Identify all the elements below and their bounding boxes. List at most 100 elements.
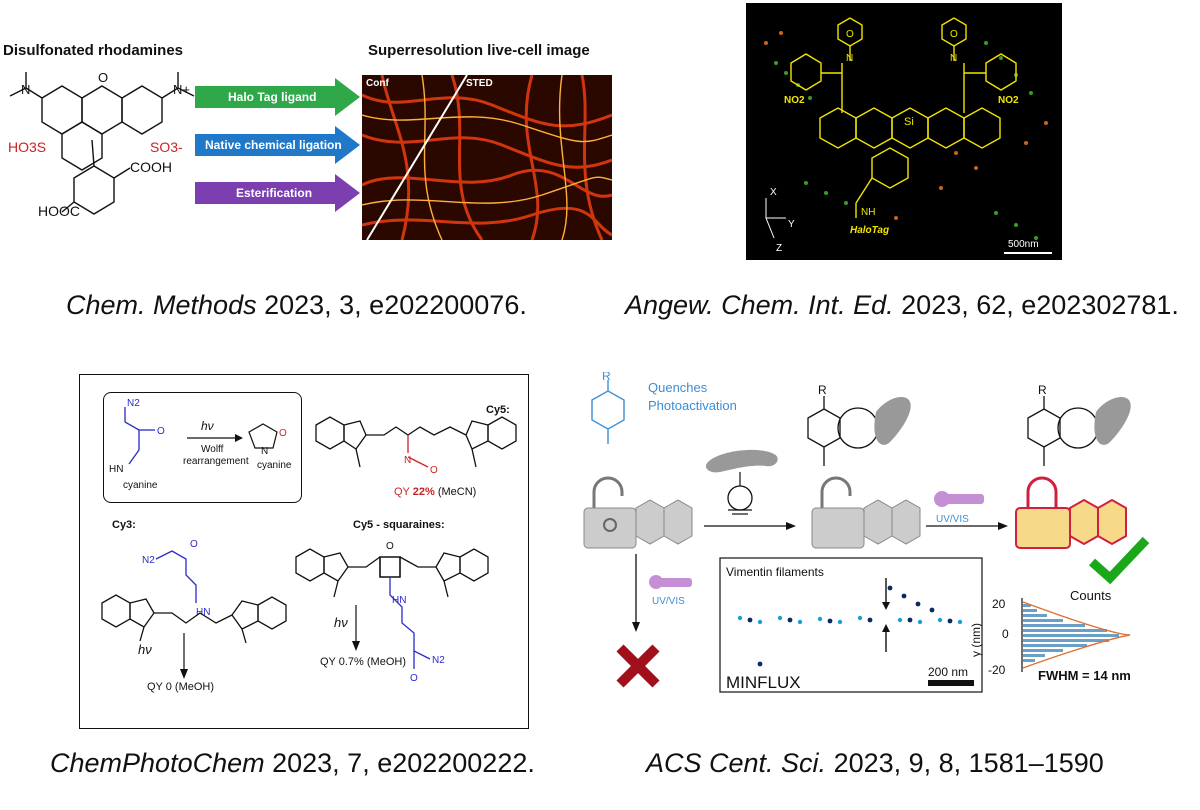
inset-o2: O bbox=[279, 428, 287, 439]
arrow-ester-label: Esterification bbox=[236, 186, 313, 200]
sq-hn: HN bbox=[392, 595, 406, 606]
cy3-label: Cy3: bbox=[112, 519, 136, 531]
inset-cyanine1: cyanine bbox=[123, 480, 158, 491]
cy3-hv: hν bbox=[138, 642, 152, 657]
rhodamine-title: Disulfonated rhodamines bbox=[3, 42, 184, 59]
arrow-ncl-label: Native chemical ligation bbox=[205, 138, 342, 152]
no2-left: NO2 bbox=[784, 95, 805, 106]
inset-n: N bbox=[261, 446, 268, 457]
cy5-qy-suffix: (MeCN) bbox=[434, 486, 477, 498]
inset-cyanine2: cyanine bbox=[257, 460, 292, 471]
morph-n1: N bbox=[846, 53, 853, 64]
axis-x: X bbox=[770, 187, 777, 198]
sq-qy: QY 0.7% (MeOH) bbox=[320, 656, 406, 668]
ho3s-label: HO3S bbox=[8, 139, 46, 155]
no2-right: NO2 bbox=[998, 95, 1019, 106]
cy5-structure: N O Cy5: bbox=[315, 404, 517, 476]
citation-chemphotochem: ChemPhotoChem 2023, 7, e202200222. bbox=[50, 748, 535, 779]
citation-details: 2023, 9, 8, 1581–1590 bbox=[826, 748, 1104, 778]
nh-label: NH bbox=[861, 207, 875, 218]
middle-r: R bbox=[818, 383, 827, 397]
morph-n2: N bbox=[950, 53, 957, 64]
hist-title: Counts bbox=[1070, 588, 1112, 603]
sq-structure: O HN O N2 bbox=[295, 541, 489, 684]
morph-o2: O bbox=[950, 29, 958, 40]
live-cell-title: Superresolution live-cell image bbox=[368, 42, 590, 59]
sq-hv: hν bbox=[334, 615, 348, 630]
sq-o: O bbox=[386, 541, 394, 552]
n-label: N bbox=[21, 82, 30, 97]
rhodamine-structure: O N N+ HO3S SO3- COOH HOOC bbox=[8, 70, 195, 219]
citation-journal: ACS Cent. Sci. bbox=[646, 748, 827, 778]
citation-details: 2023, 7, e202200222. bbox=[264, 748, 535, 778]
cy5-qy: QY 22% (MeCN) bbox=[394, 486, 476, 498]
inset-hv: hν bbox=[201, 419, 214, 433]
hist-fwhm: FWHM = 14 nm bbox=[1038, 668, 1131, 683]
axis-y: Y bbox=[788, 219, 795, 230]
cy5-n: N bbox=[404, 455, 411, 466]
right-r: R bbox=[1038, 383, 1047, 397]
inset-o: O bbox=[157, 426, 165, 437]
inset-wolff: Wolff bbox=[201, 444, 224, 455]
panel-cyanine: N2 O HN cyanine hν Wolff rearrangement O… bbox=[79, 374, 529, 729]
arrow-halotag bbox=[195, 78, 360, 116]
cooh-label: COOH bbox=[130, 159, 172, 175]
scale-200nm: 200 nm bbox=[928, 665, 968, 679]
cy5-label: Cy5: bbox=[486, 404, 510, 416]
arrow-halotag-label: Halo Tag ligand bbox=[228, 90, 317, 104]
hooc-label: HOOC bbox=[38, 203, 80, 219]
hist-tick-0: 0 bbox=[1002, 627, 1009, 641]
morph-o1: O bbox=[846, 29, 854, 40]
cy3-qy: QY 0 (MeOH) bbox=[147, 681, 215, 693]
photoactivation-scheme: R Quenches Photoactivation R UV/VIS bbox=[583, 372, 1150, 693]
scale-500nm: 500nm bbox=[1008, 239, 1039, 250]
citation-angew: Angew. Chem. Int. Ed. 2023, 62, e2023027… bbox=[625, 290, 1179, 321]
si-label: Si bbox=[904, 116, 914, 128]
citation-journal: ChemPhotoChem bbox=[50, 748, 265, 778]
panel-rhodamine: Disulfonated rhodamines Superresolution … bbox=[0, 0, 620, 330]
cy5-o: O bbox=[430, 465, 438, 476]
nplus-label: N+ bbox=[173, 82, 190, 97]
wolff-scheme: N2 O HN cyanine hν Wolff rearrangement O… bbox=[109, 398, 292, 491]
quench-line1: Quenches bbox=[648, 380, 708, 395]
halotag-label: HaloTag bbox=[850, 225, 889, 236]
uvvis-top: UV/VIS bbox=[936, 514, 969, 525]
cy3-arrow bbox=[180, 633, 188, 679]
hist-ylabel: y (nm) bbox=[969, 623, 983, 657]
arrow-ester bbox=[195, 174, 360, 212]
sq-label: Cy5 - squaraines: bbox=[353, 519, 445, 531]
cy5-qy-value: 22% bbox=[412, 486, 435, 498]
cy3-structure: N2 O HN bbox=[101, 539, 287, 644]
fluorescence-image: O O N N NO2 NO2 Si NH HaloTag X Y Z 500n… bbox=[746, 3, 1062, 260]
cy3-o: O bbox=[190, 539, 198, 550]
axis-z: Z bbox=[776, 243, 782, 254]
sted-image: Conf STED bbox=[362, 75, 612, 240]
hist-tick-neg20: -20 bbox=[988, 663, 1006, 677]
vimentin-label: Vimentin filaments bbox=[726, 565, 824, 579]
cy5-qy-prefix: QY bbox=[394, 486, 413, 498]
panel-photoactivation: R Quenches Photoactivation R UV/VIS bbox=[570, 372, 1200, 707]
cy3-hn: HN bbox=[196, 607, 210, 618]
inset-hn: HN bbox=[109, 464, 123, 475]
inset-rearr: rearrangement bbox=[183, 456, 249, 467]
citation-journal: Angew. Chem. Int. Ed. bbox=[625, 290, 894, 320]
citation-details: 2023, 3, e202200076. bbox=[256, 290, 527, 320]
citation-journal: Chem. Methods bbox=[66, 290, 257, 320]
citation-acs: ACS Cent. Sci. 2023, 9, 8, 1581–1590 bbox=[646, 748, 1104, 779]
sq-o2: O bbox=[410, 673, 418, 684]
quench-line2: Photoactivation bbox=[648, 398, 737, 413]
minflux-label: MINFLUX bbox=[726, 673, 801, 692]
sted-label: STED bbox=[466, 78, 493, 89]
oxygen-label: O bbox=[98, 70, 108, 85]
cy3-n2: N2 bbox=[142, 555, 155, 566]
hist-tick-20: 20 bbox=[992, 597, 1006, 611]
so3-label: SO3- bbox=[150, 139, 183, 155]
conf-label: Conf bbox=[366, 78, 389, 89]
panel-halotag-dye: O O N N NO2 NO2 Si NH HaloTag X Y Z 500n… bbox=[746, 3, 1062, 260]
sq-arrow bbox=[352, 605, 360, 651]
wolff-inset bbox=[103, 392, 302, 503]
arrow-ncl bbox=[195, 126, 360, 164]
citation-chem-methods: Chem. Methods 2023, 3, e202200076. bbox=[66, 290, 527, 321]
inset-n2: N2 bbox=[127, 398, 140, 409]
sq-n2: N2 bbox=[432, 655, 445, 666]
